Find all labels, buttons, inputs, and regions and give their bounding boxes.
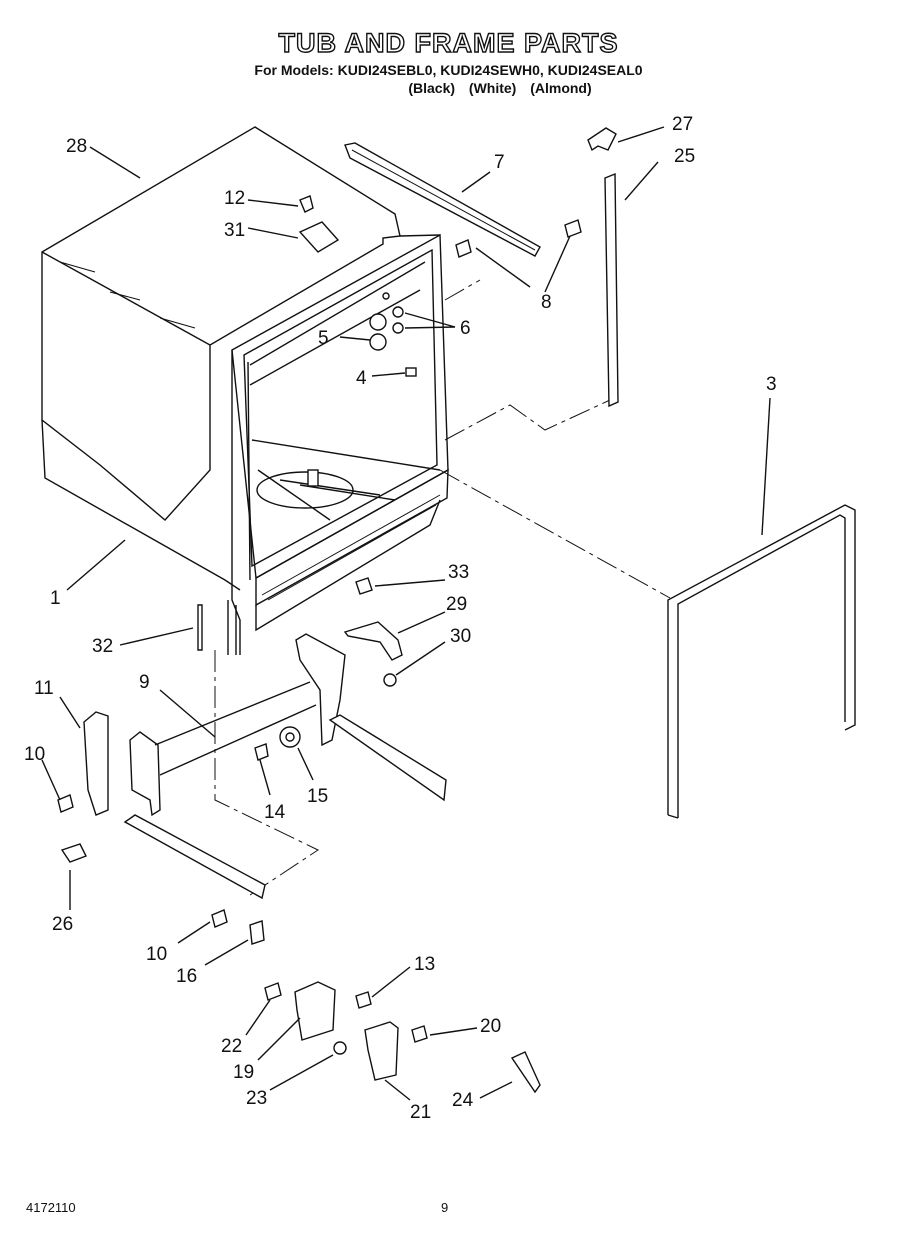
callout-4: 4 xyxy=(356,368,367,389)
part-27-clip xyxy=(587,127,617,152)
part-33-screw xyxy=(355,577,373,595)
callout-31: 31 xyxy=(224,220,245,241)
callout-27: 27 xyxy=(672,114,693,135)
callout-numbers: 28 12 31 7 27 25 8 6 5 4 3 1 32 33 29 30… xyxy=(24,114,777,1123)
callout-28: 28 xyxy=(66,136,87,157)
callout-9: 9 xyxy=(139,672,150,693)
part-32-strip xyxy=(197,604,203,651)
part-10-16-26-hardware xyxy=(57,794,265,945)
callout-7: 7 xyxy=(494,152,505,173)
part-29-30-clip xyxy=(343,621,403,687)
tub-frame xyxy=(214,233,671,896)
callout-19: 19 xyxy=(233,1062,254,1083)
callout-23: 23 xyxy=(246,1088,267,1109)
callout-22: 22 xyxy=(221,1036,242,1057)
part-4-5-6-fittings xyxy=(369,292,417,377)
callout-33: 33 xyxy=(448,562,469,583)
model-numbers: For Models: KUDI24SEBL0, KUDI24SEWH0, KU… xyxy=(254,62,643,78)
callout-20: 20 xyxy=(480,1016,501,1037)
part-28-tub-blanket xyxy=(41,126,441,591)
callout-5: 5 xyxy=(318,328,329,349)
callout-13: 13 xyxy=(414,954,435,975)
part-12-31-bracket xyxy=(298,195,340,253)
callout-25: 25 xyxy=(674,146,695,167)
callout-15: 15 xyxy=(307,786,328,807)
callout-3: 3 xyxy=(766,374,777,395)
callout-11: 11 xyxy=(34,678,54,699)
callout-6: 6 xyxy=(460,318,471,339)
document-number: 4172110 xyxy=(26,1200,76,1215)
page-number: 9 xyxy=(441,1200,449,1215)
callout-10b: 10 xyxy=(146,944,167,965)
part-8-screws xyxy=(455,219,582,258)
callout-16: 16 xyxy=(176,966,197,987)
callout-12: 12 xyxy=(224,188,245,209)
part-9-base-frame xyxy=(123,633,447,900)
leader-lines xyxy=(41,126,771,1101)
callout-1: 1 xyxy=(50,588,61,609)
callout-10a: 10 xyxy=(24,744,45,765)
callout-32: 32 xyxy=(92,636,113,657)
part-3-door-gasket xyxy=(667,504,856,819)
part-25-side-trim xyxy=(604,172,619,408)
callout-14: 14 xyxy=(264,802,286,823)
part-7-top-rail xyxy=(344,142,541,257)
callout-21: 21 xyxy=(410,1102,431,1123)
diagram-title: TUB AND FRAME PARTS xyxy=(278,27,619,58)
part-13-19-24-bracket-assembly xyxy=(264,981,541,1094)
callout-30: 30 xyxy=(450,626,471,647)
callout-29: 29 xyxy=(446,594,467,615)
callout-26: 26 xyxy=(52,914,73,935)
callout-24: 24 xyxy=(452,1090,474,1111)
part-11-leg-bracket xyxy=(83,711,109,816)
callout-8: 8 xyxy=(541,292,552,313)
model-colors: (Black) (White) (Almond) xyxy=(408,80,592,96)
